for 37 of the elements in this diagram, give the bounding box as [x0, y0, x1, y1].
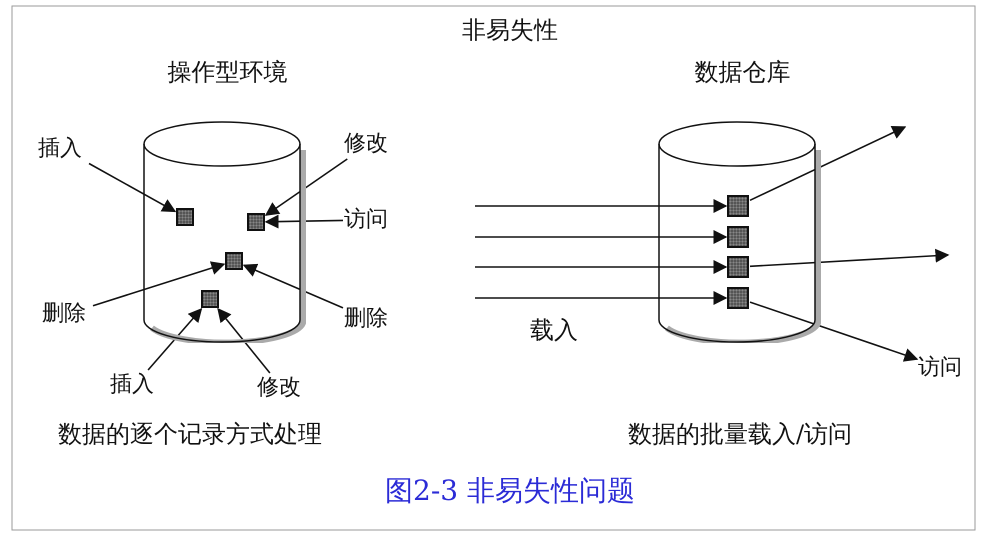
record-square: [727, 226, 749, 248]
arrow: [750, 126, 906, 202]
arrow: [242, 264, 344, 309]
arrow: [475, 260, 728, 274]
arrow: [264, 158, 348, 216]
record-square: [201, 290, 219, 308]
text-label: 数据的批量载入/访问: [628, 420, 852, 448]
arrow: [217, 308, 270, 374]
arrow: [264, 214, 344, 229]
panel-heading: 数据仓库: [694, 58, 792, 86]
operation-label: 插入: [38, 135, 88, 163]
record-square: [727, 256, 749, 278]
arrow: [475, 291, 728, 305]
record-square: [225, 252, 243, 270]
panel-heading: 操作型环境: [166, 58, 288, 86]
text-label: 数据的逐个记录方式处理: [58, 420, 322, 448]
text-label: 载入: [530, 316, 578, 344]
record-square: [247, 213, 265, 231]
operation-label: 删除: [344, 305, 394, 333]
operation-label: 插入: [110, 371, 160, 399]
record-square: [176, 208, 194, 226]
arrow: [475, 199, 728, 213]
arrow: [88, 162, 176, 212]
arrow: [475, 230, 728, 244]
record-square: [727, 287, 749, 309]
operation-label: 删除: [42, 300, 92, 328]
record-square: [727, 195, 749, 217]
figure-caption: 图2-3 非易失性问题: [384, 474, 636, 508]
arrow: [750, 248, 950, 268]
diagram-title: 非易失性: [461, 16, 559, 44]
arrow: [92, 261, 226, 307]
operation-label: 修改: [344, 130, 394, 158]
arrow: [147, 308, 202, 371]
arrow: [750, 301, 918, 362]
operation-label: 访问: [918, 354, 968, 382]
operation-label: 修改: [257, 374, 307, 402]
operation-label: 访问: [344, 206, 394, 234]
